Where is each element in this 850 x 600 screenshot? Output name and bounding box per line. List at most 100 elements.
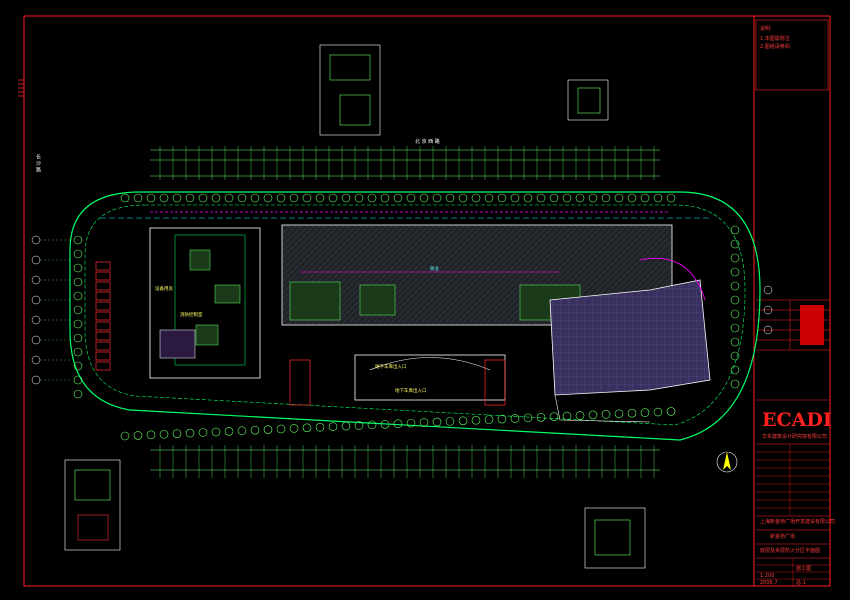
drawing-title: 底层及夹层防火分区平面图 — [760, 547, 820, 554]
parking-stalls-left — [95, 261, 111, 371]
tree-icon — [523, 413, 533, 423]
tree-icon — [458, 416, 468, 426]
north-arrow-icon — [716, 451, 738, 473]
notes-box — [755, 19, 829, 91]
room-label-equipment: 设备用房 — [155, 285, 173, 292]
axis-bubbles — [31, 235, 773, 385]
tree-icon — [73, 305, 83, 315]
tree-icon — [730, 323, 740, 333]
company-name: 华东建筑设计研究院有限公司 — [762, 433, 827, 440]
axis-bubble — [763, 305, 773, 315]
top-axis-grid — [150, 149, 660, 177]
tree-icon — [627, 408, 637, 418]
tree-icon — [146, 430, 156, 440]
ecadi-logo: ECADI — [762, 409, 832, 431]
tree-icon — [315, 422, 325, 432]
bottom-axis-ticks — [159, 445, 655, 478]
tree-icon — [380, 193, 390, 203]
tree-icon — [730, 351, 740, 361]
tree-icon — [198, 193, 208, 203]
client-name: 上海新金桥广场开发建设有限公司 — [760, 518, 835, 525]
tree-icon — [730, 379, 740, 389]
tree-icon — [73, 333, 83, 343]
tree-icon — [302, 423, 312, 433]
tree-icon — [484, 193, 494, 203]
tree-icon — [276, 193, 286, 203]
tree-icon — [614, 193, 624, 203]
tree-icon — [159, 193, 169, 203]
tree-icon — [367, 193, 377, 203]
tree-icon — [730, 337, 740, 347]
tree-icon — [730, 225, 740, 235]
tree-icon — [289, 424, 299, 433]
tree-icon — [601, 410, 611, 419]
tree-icon — [146, 193, 156, 203]
site-boundary — [69, 191, 761, 441]
detail-inset-bottom-left — [64, 459, 121, 551]
left-building: 设备用房 消防控制室 — [149, 227, 261, 379]
street-name-label: 北 京 西 路 — [415, 138, 440, 145]
landscape-trees — [73, 193, 740, 441]
tree-icon — [328, 193, 338, 203]
tree-icon — [133, 431, 143, 440]
room-label-commercial: 商业 — [430, 265, 439, 272]
tree-icon — [354, 421, 364, 430]
revision-stamp — [800, 305, 824, 345]
tree-icon — [419, 418, 429, 427]
room-label-ramp-1: 地下车库出入口 — [375, 363, 407, 370]
tree-icon — [393, 193, 403, 203]
main-building: 商业 — [281, 224, 673, 326]
tree-icon — [367, 420, 377, 430]
title-block: 说明: 1.本图需附注 2.图纸请参阅 ECADI 华东建筑设计研究院有限公司 … — [755, 19, 835, 586]
tree-icon — [406, 193, 416, 203]
notes-line-1: 1.本图需附注 — [760, 35, 790, 42]
tree-icon — [666, 407, 676, 416]
tree-icon — [575, 411, 585, 420]
tree-icon — [341, 421, 351, 431]
tree-icon — [172, 429, 182, 438]
tree-icon — [666, 193, 676, 203]
tree-icon — [211, 427, 221, 437]
tree-icon — [588, 193, 598, 203]
tree-icon — [549, 412, 559, 421]
tree-icon — [263, 425, 273, 434]
frame-left-ticks — [18, 79, 24, 97]
tree-icon — [445, 417, 455, 426]
tree-icon — [432, 193, 442, 203]
tree-icon — [73, 277, 83, 287]
tree-icon — [432, 417, 442, 427]
tree-icon — [497, 414, 507, 424]
project-name: 新金桥广场 — [770, 533, 795, 540]
tree-icon — [653, 193, 663, 203]
notes-line-2: 2.图纸请参阅 — [760, 43, 790, 50]
tree-icon — [471, 193, 481, 203]
top-axis-ticks — [159, 146, 655, 180]
bottom-axis-grid — [150, 449, 660, 471]
tree-icon — [263, 193, 273, 203]
axis-bubble — [763, 325, 773, 335]
tree-icon — [627, 193, 637, 203]
tree-icon — [73, 249, 83, 259]
tree-icon — [730, 239, 740, 249]
tree-icon — [549, 193, 559, 203]
sheet-type: 施工图 — [796, 565, 811, 572]
tree-icon — [640, 193, 650, 203]
tree-icon — [237, 193, 247, 203]
tree-icon — [730, 309, 740, 319]
tree-icon — [120, 431, 130, 441]
tree-icon — [601, 193, 611, 203]
tree-icon — [640, 408, 650, 417]
tree-icon — [73, 361, 83, 371]
tree-icon — [185, 428, 195, 438]
tree-icon — [159, 429, 169, 439]
tree-icon — [250, 193, 260, 203]
tree-icon — [354, 193, 364, 203]
tree-icon — [406, 418, 416, 428]
tree-icon — [730, 365, 740, 375]
tree-icon — [510, 414, 520, 423]
tree-icon — [614, 409, 624, 419]
tree-icon — [730, 281, 740, 291]
tree-icon — [730, 267, 740, 277]
axis-bubble — [763, 285, 773, 295]
tree-icon — [73, 319, 83, 329]
